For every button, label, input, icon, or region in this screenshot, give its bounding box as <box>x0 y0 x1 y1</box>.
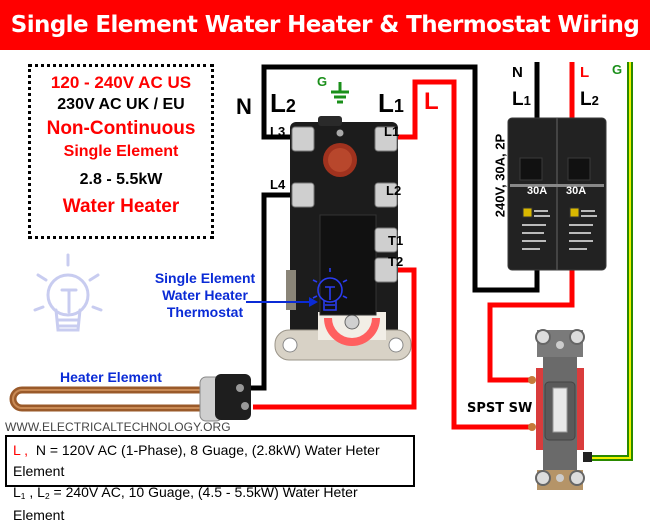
label-l1-top: L1 <box>378 88 404 119</box>
terminal-l4: L4 <box>270 177 286 192</box>
thermostat-bulb-icon <box>312 268 348 311</box>
thermostat-device <box>274 116 412 361</box>
spec-power: 2.8 - 5.5kW <box>79 171 163 188</box>
breaker-label-n: N <box>512 64 523 81</box>
terminal-t2: T2 <box>388 254 404 269</box>
wire-l4-element <box>250 192 293 391</box>
wiring-diagram <box>9 62 633 490</box>
thermostat-callout-line1: Single Element <box>154 270 256 286</box>
terminal-l1: L1 <box>384 124 400 139</box>
breaker-label-l1: L1 <box>512 89 531 111</box>
breaker-l2-main: L <box>580 89 592 110</box>
breaker-label-g: G <box>612 62 623 77</box>
terminal-l2: L2 <box>386 183 402 198</box>
legend-row-240v: L1 , L2 = 240V AC, 10 Guage, (4.5 - 5.5k… <box>13 482 407 526</box>
heater-element-device <box>9 374 251 422</box>
breaker-label-l: L <box>580 64 590 81</box>
lightbulb-icon <box>33 253 103 332</box>
label-l1-main: L <box>378 88 394 118</box>
spec-box: 120 - 240V AC US 230V AC UK / EU Non-Con… <box>28 64 214 239</box>
label-l2-sub: 2 <box>285 96 296 116</box>
spec-element: Single Element <box>63 143 179 160</box>
spec-voltage-uk: 230V AC UK / EU <box>57 96 185 113</box>
neutral-wire-l1 <box>261 62 540 293</box>
thermostat-callout-line2: Water Heater <box>162 287 248 303</box>
wiring-legend: L , N = 120V AC (1-Phase), 8 Guage, (2.8… <box>5 435 415 523</box>
switch-label: SPST SW <box>467 401 533 416</box>
terminal-l3: L3 <box>270 124 286 139</box>
legend-row1-l: L , <box>13 442 29 458</box>
legend-row2-text: = 240V AC, 10 Guage, (4.5 - 5.5kW) Water… <box>13 484 358 523</box>
label-g: G <box>317 74 328 89</box>
heater-element-label: Heater Element <box>60 369 162 385</box>
breaker-label-l2: L2 <box>580 89 599 111</box>
label-l: L <box>424 88 439 115</box>
legend-row-120v: L , N = 120V AC (1-Phase), 8 Guage, (2.8… <box>13 440 407 482</box>
label-l1-sub: 1 <box>393 96 404 116</box>
spec-voltage-us: 120 - 240V AC US <box>50 73 192 92</box>
legend-row2-l2-sub: 2 <box>44 491 50 501</box>
circuit-breaker-device <box>507 117 607 271</box>
breaker-l2-sub: 2 <box>591 93 599 108</box>
thermostat-callout-line3: Thermostat <box>166 304 244 320</box>
terminal-t1: T1 <box>388 233 404 248</box>
label-n: N <box>236 94 252 119</box>
legend-row2-l2: L <box>37 484 45 500</box>
ground-symbol-icon <box>331 82 349 104</box>
breaker-pole1-rating: 30A <box>527 185 548 197</box>
label-l2-top: L2 <box>270 88 296 119</box>
hot-wire-l1-switch <box>398 79 532 430</box>
page-title: Single Element Water Heater & Thermostat… <box>0 0 650 50</box>
breaker-l1-main: L <box>512 89 524 110</box>
breaker-l1-sub: 1 <box>523 93 531 108</box>
legend-row2-l1-sub: 1 <box>20 491 26 501</box>
label-l2-main: L <box>270 88 286 118</box>
legend-row2-l1: L <box>13 484 21 500</box>
breaker-pole2-rating: 30A <box>566 185 587 197</box>
spec-type: Non-Continuous <box>46 118 196 139</box>
breaker-rating-vertical: 240V, 30A, 2P <box>492 133 508 218</box>
legend-row2-sep: , <box>25 484 38 500</box>
legend-row1-text: N = 120V AC (1-Phase), 8 Guage, (2.8kW) … <box>13 442 380 479</box>
spst-switch-device <box>528 329 592 490</box>
thermostat-callout: Single Element Water Heater Thermostat <box>140 270 270 321</box>
spec-heater: Water Heater <box>62 196 180 217</box>
website-watermark: WWW.ELECTRICALTECHNOLOGY.ORG <box>5 420 231 434</box>
